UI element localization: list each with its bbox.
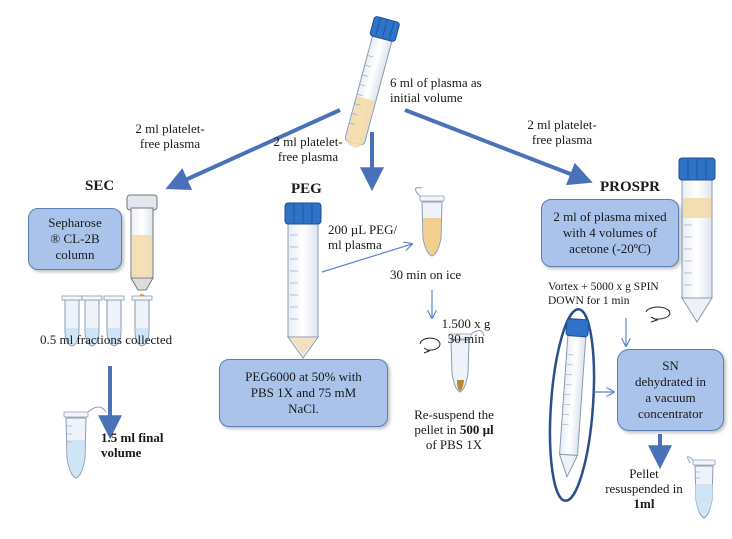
prospr-title: PROSPR xyxy=(600,179,660,195)
peg-eppendorf-plasma-icon xyxy=(415,187,445,257)
pellet-line3: 1ml xyxy=(633,496,655,511)
sec-final-line1: 1.5 ml final xyxy=(101,430,164,445)
sn-line2: dehydrated in xyxy=(634,374,707,389)
vortex-line2: DOWN for 1 min xyxy=(548,295,630,307)
sn-box: SN dehydrated in a vacuum concentrator xyxy=(617,349,724,431)
peg-add-line2: ml plasma xyxy=(328,237,382,252)
peg-arrow-line2: free plasma xyxy=(277,149,339,164)
sepharose-box: Sepharose ® CL-2B column xyxy=(28,208,122,270)
arrow-to-sec xyxy=(165,108,341,191)
peg-resuspend-line2: pellet in 500 µl xyxy=(396,422,512,437)
vortex-line1: Vortex + 5000 x g SPIN xyxy=(548,281,659,293)
prospr-arrow-line2: free plasma xyxy=(531,132,593,147)
pellet-line1: Pellet xyxy=(629,466,659,481)
peg-solution-line1: PEG6000 at 50% with xyxy=(245,369,362,384)
acetone-line2: with 4 volumes of xyxy=(562,225,658,240)
sn-line3: a vacuum xyxy=(645,390,696,405)
sepharose-line2: ® CL-2B xyxy=(50,231,100,246)
peg-solution-line2: PBS 1X and 75 mM xyxy=(250,385,357,400)
peg-title: PEG xyxy=(291,181,322,197)
acetone-box: 2 ml of plasma mixed with 4 volumes of a… xyxy=(541,199,679,267)
peg-arrow-line1: 2 ml platelet- xyxy=(273,134,343,149)
sec-arrow-line1: 2 ml platelet- xyxy=(135,121,205,136)
peg-spin-line1: 1.500 x g xyxy=(441,316,491,331)
sepharose-line1: Sepharose xyxy=(48,215,102,230)
arrow-peg-to-eppendorf xyxy=(321,244,412,273)
peg-add-line1: 200 µL PEG/ xyxy=(328,222,398,237)
fractions-label: 0.5 ml fractions collected xyxy=(40,332,173,347)
sec-arrow-line2: free plasma xyxy=(139,136,201,151)
prospr-arrow-label: 2 ml platelet- free plasma xyxy=(512,117,612,147)
sec-final-label: 1.5 ml final volume xyxy=(101,430,163,460)
arrow-to-prospr xyxy=(404,108,593,186)
initial-volume-line1: 6 ml of plasma as xyxy=(390,75,482,90)
sn-line4: concentrator xyxy=(638,406,703,421)
peg-resuspend-volume: 500 µl xyxy=(459,422,494,437)
peg-arrow-label: 2 ml platelet- free plasma xyxy=(253,134,363,164)
peg-add-label: 200 µL PEG/ ml plasma xyxy=(328,222,397,252)
prospr-falcon-tube-icon xyxy=(678,157,716,323)
peg-pellet-tube-icon xyxy=(448,330,485,393)
peg-solution-box: PEG6000 at 50% with PBS 1X and 75 mM NaC… xyxy=(219,359,388,427)
initial-volume-label: 6 ml of plasma as initial volume xyxy=(390,75,482,105)
sec-final-tube-icon xyxy=(63,406,107,479)
peg-resuspend-line3: of PBS 1X xyxy=(425,437,483,452)
peg-rotate-icon xyxy=(419,337,441,354)
pellet-line2: resuspended in xyxy=(605,481,683,496)
sec-column-icon xyxy=(126,194,158,300)
sec-arrow-label: 2 ml platelet- free plasma xyxy=(120,121,220,151)
peg-resuspend-line1: Re-suspend the xyxy=(414,407,494,422)
prospr-final-tube-icon xyxy=(687,456,716,519)
peg-solution-line3: NaCl. xyxy=(288,401,319,416)
fraction-tubes-icon xyxy=(61,295,153,347)
acetone-line1: 2 ml of plasma mixed xyxy=(553,209,667,224)
sec-final-line2: volume xyxy=(101,445,142,460)
peg-ice-label: 30 min on ice xyxy=(390,267,462,282)
peg-resuspend-line2-text: pellet in xyxy=(414,422,460,437)
acetone-line3: acetone (-20ºC) xyxy=(569,241,651,256)
peg-falcon-tube-icon xyxy=(284,202,322,359)
sn-line1: SN xyxy=(662,358,679,373)
vortex-label: Vortex + 5000 x g SPIN DOWN for 1 min xyxy=(548,280,659,308)
peg-spin-line2: 30 min xyxy=(447,331,485,346)
initial-plasma-tube-icon xyxy=(344,16,400,148)
initial-volume-line2: initial volume xyxy=(390,90,463,105)
prospr-spin-tube-icon xyxy=(548,307,596,503)
peg-spin-label: 1.500 x g 30 min xyxy=(430,316,502,346)
sec-title: SEC xyxy=(85,178,115,194)
pellet-label: Pellet resuspended in 1ml xyxy=(596,466,692,511)
prospr-arrow-line1: 2 ml platelet- xyxy=(527,117,597,132)
peg-resuspend-label: Re-suspend the pellet in 500 µl of PBS 1… xyxy=(396,407,512,452)
prospr-rotate-icon xyxy=(645,306,671,323)
sepharose-line3: column xyxy=(55,247,95,262)
